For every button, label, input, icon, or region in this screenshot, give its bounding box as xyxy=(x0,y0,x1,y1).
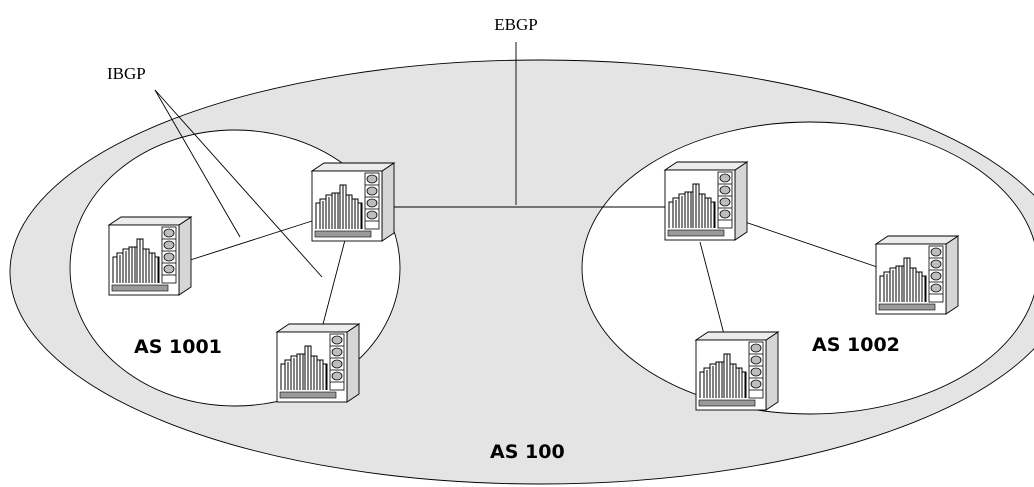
as-100-label: AS 100 xyxy=(490,441,565,463)
ebgp-label: EBGP xyxy=(494,15,537,34)
callouts xyxy=(154,42,517,278)
as-1001-label: AS 1001 xyxy=(134,336,222,358)
router-as1001-bottom xyxy=(276,323,360,403)
ibgp-label: IBGP xyxy=(107,64,146,83)
link-as1001-top-bottom xyxy=(321,239,346,329)
link-as1001-left-top xyxy=(183,220,313,263)
as-1002-region xyxy=(581,121,1034,415)
router-as1001-top xyxy=(311,162,395,242)
router-as1002-bottom xyxy=(695,331,779,411)
ibgp-callout-line-1 xyxy=(154,89,241,238)
link-as1002-top-right xyxy=(744,221,881,269)
links xyxy=(183,206,881,339)
router-as1001-left xyxy=(108,216,192,296)
router-as1002-right xyxy=(875,235,959,315)
ibgp-callout-line-2 xyxy=(154,89,323,278)
link-as1002-top-bottom xyxy=(699,241,726,339)
router-as1002-top xyxy=(664,161,748,241)
as-1002-label: AS 1002 xyxy=(812,334,900,356)
